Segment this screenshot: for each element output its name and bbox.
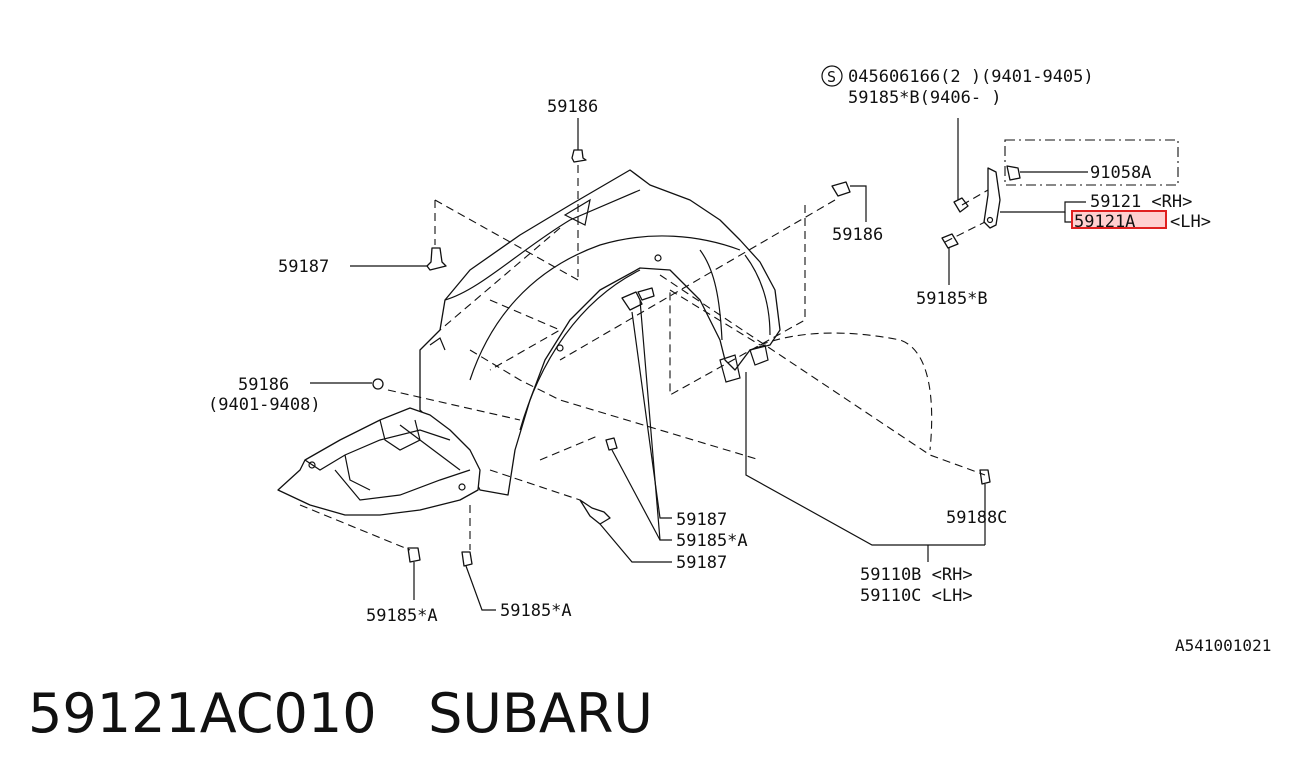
label-59121A: 59121A bbox=[1074, 212, 1135, 232]
selected-part-highlight bbox=[1071, 210, 1167, 229]
part-labels: S 045606166(2 )(9401-9405) 59185*B(9406-… bbox=[208, 65, 1211, 626]
under-cover bbox=[277, 407, 481, 516]
label-59121-rh: 59121 <RH> bbox=[1090, 192, 1192, 212]
label-59186-top: 59186 bbox=[547, 97, 598, 117]
footer-title: 59121AC010 SUBARU bbox=[28, 682, 653, 745]
leader-lines bbox=[310, 118, 1088, 611]
brand-name: SUBARU bbox=[428, 682, 653, 745]
note-line2: 59185*B(9406- ) bbox=[848, 88, 1002, 108]
label-59187-mid: 59187 bbox=[676, 510, 727, 530]
label-59110B: 59110B <RH> bbox=[860, 565, 973, 585]
label-59187-left: 59187 bbox=[278, 257, 329, 277]
label-59186-left: 59186 bbox=[238, 375, 289, 395]
label-59185A-bottom-left: 59185*A bbox=[366, 606, 438, 626]
bracket-59121 bbox=[983, 165, 1021, 229]
label-59186-left-sub: (9401-9408) bbox=[208, 395, 321, 415]
fasteners bbox=[372, 149, 991, 567]
s-symbol: S bbox=[827, 68, 836, 86]
label-59188C: 59188C bbox=[946, 508, 1007, 528]
label-59110C: 59110C <LH> bbox=[860, 586, 973, 606]
label-59185A-bottom-right: 59185*A bbox=[500, 601, 572, 621]
label-59186-right: 59186 bbox=[832, 225, 883, 245]
label-59187-low: 59187 bbox=[676, 553, 727, 573]
diagram-reference: A541001021 bbox=[1175, 636, 1272, 655]
note-line1: 045606166(2 )(9401-9405) bbox=[848, 67, 1094, 87]
label-59185B: 59185*B bbox=[916, 289, 988, 309]
label-59121A-lh: <LH> bbox=[1170, 212, 1211, 232]
part-number: 59121AC010 bbox=[28, 682, 377, 745]
s-symbol-circle bbox=[821, 65, 843, 87]
inner-liner-outline bbox=[759, 332, 933, 451]
label-59185A-mid: 59185*A bbox=[676, 531, 748, 551]
clip-detail-box bbox=[1004, 139, 1179, 186]
fender-liner bbox=[419, 169, 781, 496]
assembly-lines bbox=[299, 165, 989, 551]
label-91058A: 91058A bbox=[1090, 163, 1151, 183]
